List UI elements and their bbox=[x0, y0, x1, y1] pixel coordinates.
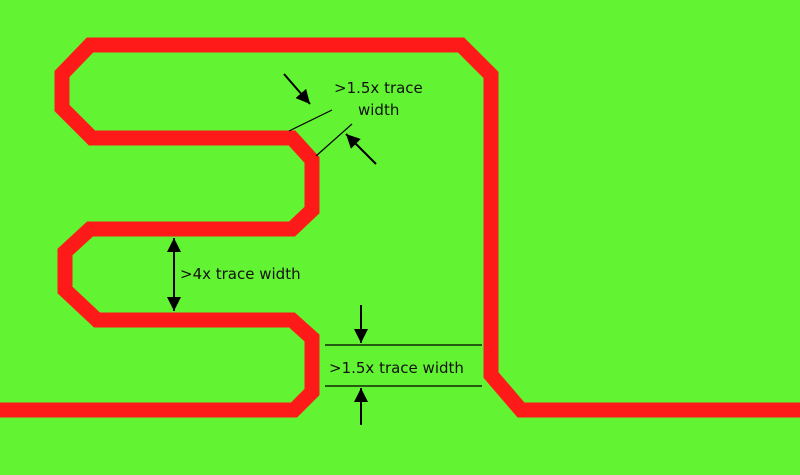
clearance-extension-line-outer bbox=[288, 109, 333, 132]
loop-gap-label: >4x trace width bbox=[180, 265, 301, 283]
clearance-arrow-top bbox=[283, 73, 311, 105]
serpentine-trace bbox=[0, 37, 800, 418]
clearance-extension-line-inner bbox=[315, 123, 353, 157]
clearance-label-line2: width bbox=[358, 101, 399, 119]
end-clearance-label: >1.5x trace width bbox=[329, 359, 464, 377]
clearance-arrow-bottom bbox=[345, 133, 377, 165]
clearance-label-line1: >1.5x trace bbox=[334, 79, 423, 97]
